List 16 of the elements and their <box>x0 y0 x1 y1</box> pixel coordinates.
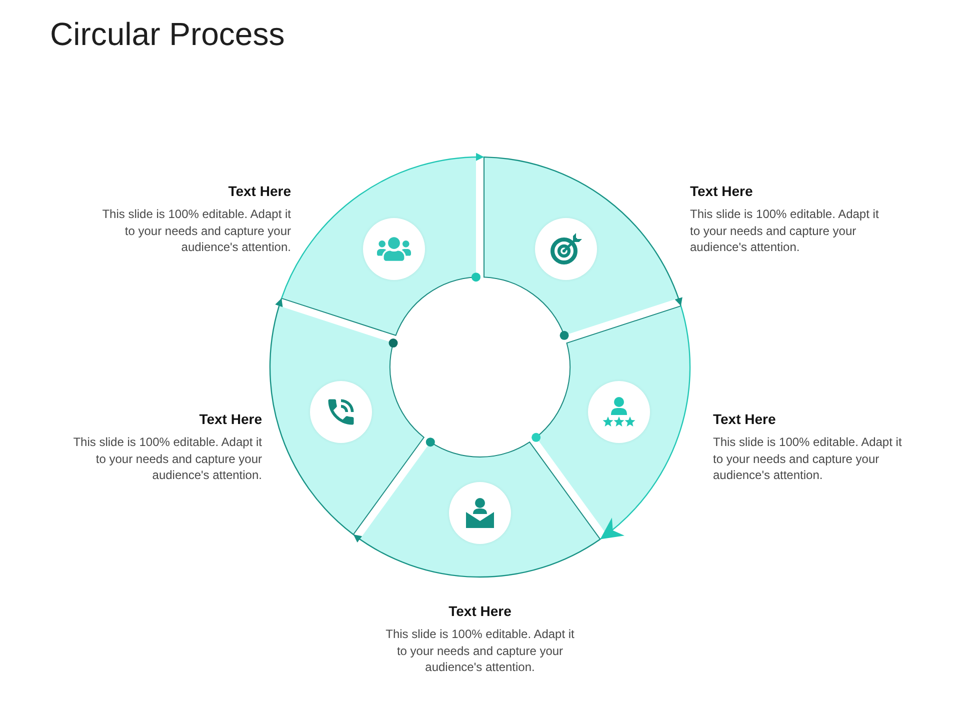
step-description: This slide is 100% editable. Adapt it to your needs and capture your audience's attention. <box>713 434 903 484</box>
step-heading: Text Here <box>199 410 262 428</box>
curved-arrow <box>600 306 690 540</box>
step-heading: Text Here <box>690 182 753 200</box>
curved-arrow <box>281 153 484 299</box>
curved-arrow <box>484 156 682 306</box>
step-description: This slide is 100% editable. Adapt it to your needs and capture your audience's attention. <box>72 434 262 484</box>
curved-arrow <box>353 534 600 578</box>
step-heading: Text Here <box>448 602 512 620</box>
step-description: This slide is 100% editable. Adapt it to your needs and capture your audience's attention. <box>384 626 576 676</box>
step-description: This slide is 100% editable. Adapt it to your needs and capture your audience's attention. <box>101 206 291 256</box>
step-heading: Text Here <box>228 182 291 200</box>
step-description: This slide is 100% editable. Adapt it to your needs and capture your audience's attention. <box>690 206 880 256</box>
step-heading: Text Here <box>713 410 776 428</box>
curved-arrow <box>270 298 354 535</box>
page-title: Circular Process <box>50 15 285 54</box>
